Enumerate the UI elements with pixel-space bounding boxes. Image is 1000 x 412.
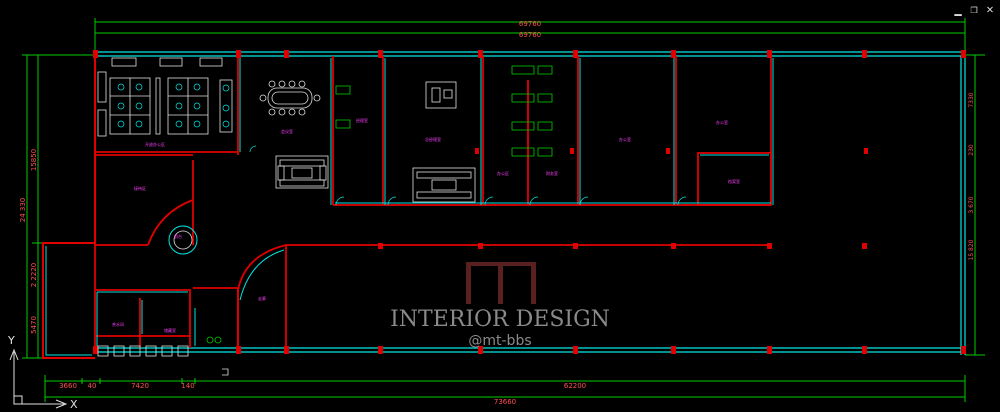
dim-bottom-total: 73660 xyxy=(494,398,516,406)
room-label-open-office: 开放办公区 xyxy=(145,141,165,147)
dim-bottom-c: 7420 xyxy=(131,382,149,390)
open-office-chairs xyxy=(117,83,230,128)
room-label-store: 储藏室 xyxy=(164,327,176,333)
dim-right-a: 7330 xyxy=(968,92,975,107)
upper-glass-partitions xyxy=(239,58,774,205)
right-dimension-lines xyxy=(965,54,985,356)
ucs-axis-icon xyxy=(9,348,68,409)
lounge-sofa-right xyxy=(412,167,476,203)
room-label-room-a: 办公室 xyxy=(619,136,631,142)
dim-left-outer: 24 330 xyxy=(19,198,27,223)
room-label-corridor: 走廊 xyxy=(258,295,266,301)
room-label-front-desk: 前台 xyxy=(174,233,182,239)
bottom-dimension-lines xyxy=(44,375,966,402)
watermark-title: INTERIOR DESIGN xyxy=(390,307,610,332)
room-label-reception: 接待区 xyxy=(134,185,146,191)
watermark-handle: @mt-bbs xyxy=(468,333,531,349)
dim-bottom-d: 140 xyxy=(181,382,194,390)
dim-right-c: 3 670 xyxy=(968,196,975,213)
close-button[interactable]: ✕ xyxy=(986,2,994,16)
dim-right-b: 230 xyxy=(968,144,975,156)
dim-top-inner: 69760 xyxy=(519,31,541,39)
top-dimension-lines xyxy=(94,18,966,55)
small-office-desks xyxy=(335,65,553,157)
dim-bottom-a: 3660 xyxy=(59,382,77,390)
insertion-marker xyxy=(222,368,229,376)
reception-curves xyxy=(94,199,287,301)
room-label-meeting: 会议室 xyxy=(281,128,293,134)
room-label-storage: 档案室 xyxy=(728,178,740,184)
door-swings xyxy=(249,145,687,206)
ucs-x-label: X xyxy=(70,398,78,411)
left-dimension-lines xyxy=(22,54,95,359)
room-label-finance: 财务室 xyxy=(546,170,558,176)
restore-button[interactable]: ❐ xyxy=(970,2,978,16)
dim-bottom-e: 62200 xyxy=(564,382,586,390)
ucs-y-label: Y xyxy=(7,334,15,347)
dim-right-d: 15 820 xyxy=(968,239,975,260)
dim-left-lower-b: 5470 xyxy=(30,316,38,334)
restroom-fixtures xyxy=(97,336,222,357)
watermark-logo xyxy=(466,262,536,304)
room-label-tea: 茶水间 xyxy=(112,321,124,327)
open-office-workstations xyxy=(97,57,233,137)
dim-left-upper: 15850 xyxy=(30,149,38,171)
room-label-office-small: 经理室 xyxy=(356,117,368,123)
room-label-director: 总经理室 xyxy=(425,136,441,142)
lounge-sofa-left xyxy=(275,155,329,189)
dim-left-lower-a: 2 2220 xyxy=(30,263,38,288)
room-label-staff: 办公区 xyxy=(497,170,509,176)
meeting-table xyxy=(259,80,321,116)
minimize-button[interactable]: ▁ xyxy=(954,2,962,16)
structural-columns xyxy=(93,50,966,354)
upper-room-partitions xyxy=(94,56,772,348)
lower-left-glass xyxy=(96,291,196,346)
room-label-room-b: 办公室 xyxy=(716,119,728,125)
dim-bottom-b: 40 xyxy=(88,382,97,390)
director-desk xyxy=(425,81,457,109)
dim-top-outer: 69760 xyxy=(519,20,541,28)
